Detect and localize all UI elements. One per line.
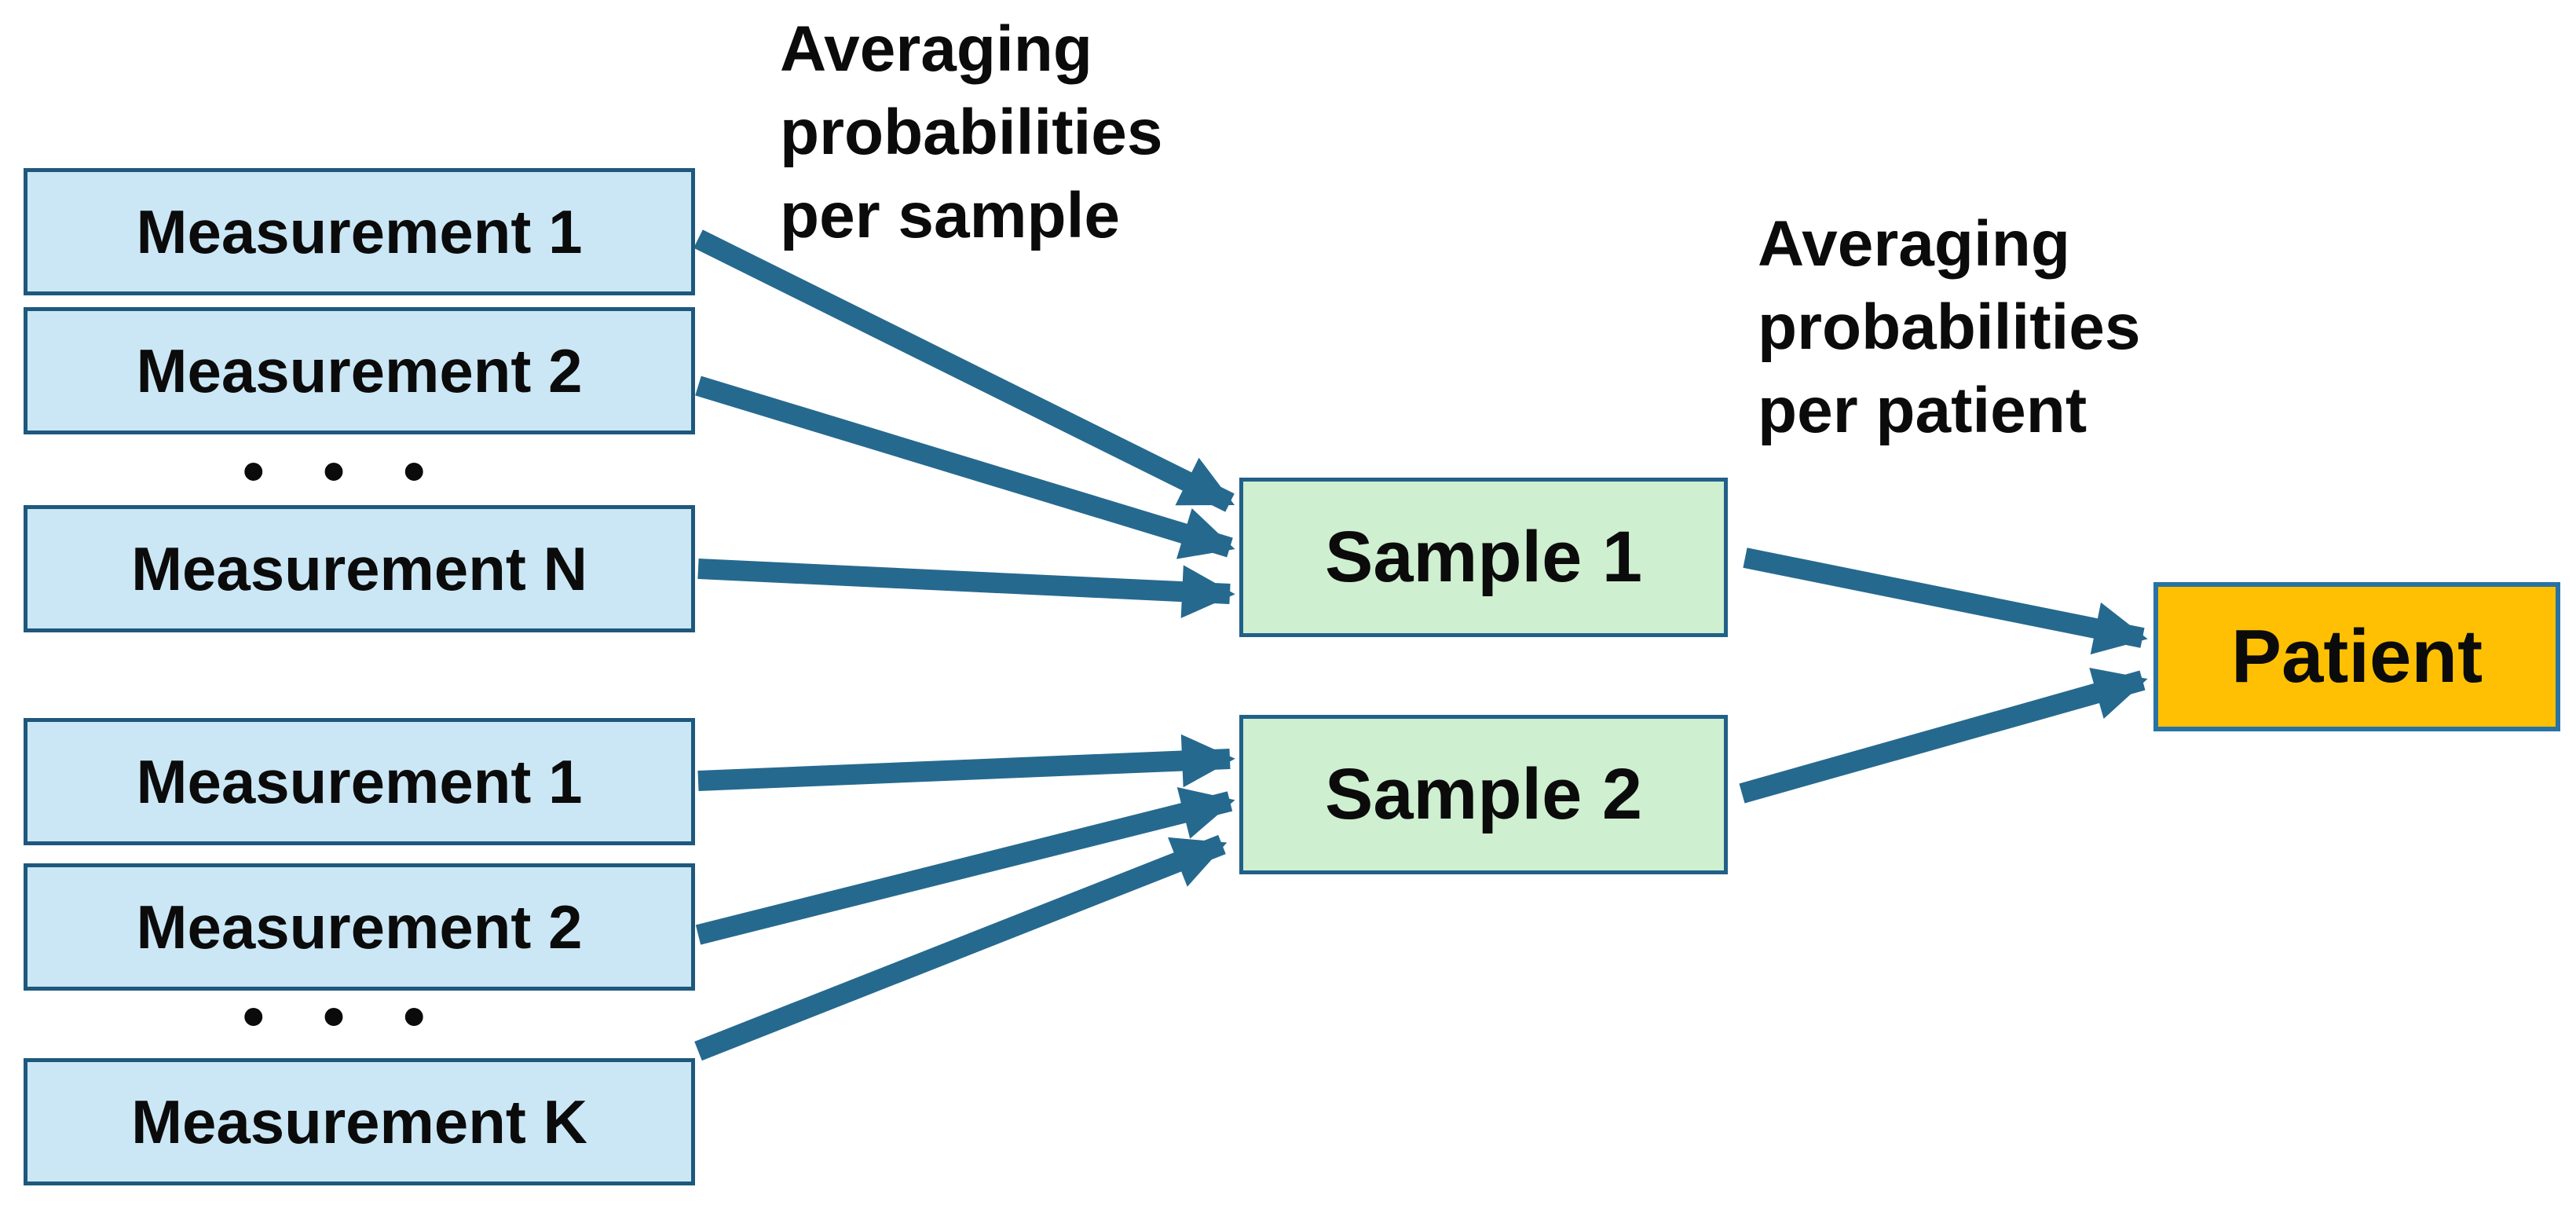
- sample-2-box: Sample 2: [1239, 715, 1728, 874]
- measurement-2-group-1-box: Measurement 2: [24, 307, 695, 434]
- measurement-1-group-1-box: Measurement 1: [24, 168, 695, 295]
- patient-box: Patient: [2153, 582, 2560, 731]
- arrow-measurement1-to-sample1: [693, 229, 1235, 512]
- annotation-line: Averaging: [1758, 208, 2070, 280]
- measurement-k-group-2-box: Measurement K: [24, 1058, 695, 1185]
- arrow-sample1-to-patient: [1743, 548, 2148, 655]
- annotation-line: probabilities: [1758, 291, 2141, 363]
- arrow-measurement2-to-sample1: [695, 376, 1235, 559]
- annotation-line: Averaging: [780, 13, 1092, 85]
- arrow-measurementN-to-sample1: [697, 559, 1235, 618]
- arrow-measurement2-to-sample2: [695, 787, 1235, 945]
- ellipsis-dots-group-1: • • •: [242, 436, 446, 506]
- ellipsis-dots-group-2: • • •: [242, 981, 446, 1051]
- arrow-measurement1-to-sample2: [697, 734, 1235, 791]
- arrow-measurementK-to-sample2: [694, 834, 1228, 1061]
- annotation-averaging-per-patient: Averaging probabilities per patient: [1758, 203, 2141, 452]
- arrow-sample2-to-patient: [1739, 668, 2148, 804]
- annotation-line: per sample: [780, 180, 1120, 251]
- measurement-2-group-2-box: Measurement 2: [24, 863, 695, 991]
- annotation-line: per patient: [1758, 375, 2088, 446]
- measurement-1-group-2-box: Measurement 1: [24, 718, 695, 845]
- annotation-line: probabilities: [780, 97, 1163, 168]
- measurement-n-group-1-box: Measurement N: [24, 505, 695, 632]
- sample-1-box: Sample 1: [1239, 478, 1728, 637]
- annotation-averaging-per-sample: Averaging probabilities per sample: [780, 8, 1163, 258]
